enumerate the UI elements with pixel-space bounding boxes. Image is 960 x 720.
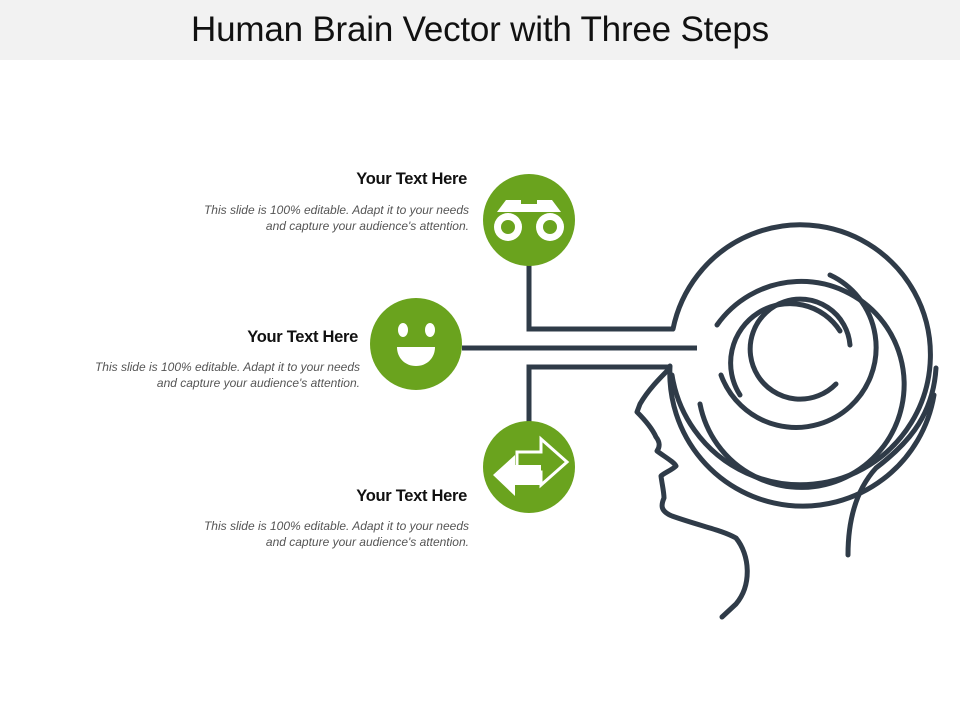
maze-ring-5	[728, 301, 843, 398]
step-3-desc-line-1: This slide is 100% editable. Adapt it to…	[203, 519, 469, 533]
step-1-desc-line-1: This slide is 100% editable. Adapt it to…	[203, 203, 469, 217]
step-1-icon-circle	[483, 174, 575, 266]
maze-ring-outer	[669, 222, 933, 488]
smiley-face-icon	[397, 323, 435, 366]
connector-step-3	[526, 364, 670, 424]
step-3-icon-circle	[483, 421, 575, 513]
step-3-description: This slide is 100% editable. Adapt it to…	[129, 518, 469, 550]
step-2-desc-line-1: This slide is 100% editable. Adapt it to…	[94, 360, 360, 374]
step-2-desc-line-2: and capture your audience's attention.	[156, 376, 360, 390]
maze-ring-inner	[747, 296, 853, 402]
face-profile	[634, 367, 750, 620]
head-outline	[634, 365, 939, 620]
brain-maze	[667, 222, 937, 509]
step-1-desc-line-2: and capture your audience's attention.	[265, 219, 469, 233]
double-arrow-icon	[493, 435, 570, 496]
maze-ring-3	[697, 278, 907, 490]
step-3-desc-line-2: and capture your audience's attention.	[265, 535, 469, 549]
maze-ring-4	[718, 272, 879, 430]
connector-step-1	[526, 262, 673, 332]
slide-title: Human Brain Vector with Three Steps	[191, 10, 769, 49]
maze-ring-2	[667, 363, 937, 509]
connector-lines	[462, 262, 697, 424]
back-of-head	[845, 365, 939, 558]
step-1-heading: Your Text Here	[356, 170, 467, 188]
step-2-description: This slide is 100% editable. Adapt it to…	[20, 359, 360, 391]
step-3-heading: Your Text Here	[356, 487, 467, 505]
step-1-description: This slide is 100% editable. Adapt it to…	[129, 202, 469, 234]
step-2-icon-circle	[370, 298, 462, 390]
binoculars-icon	[494, 200, 564, 241]
step-2-heading: Your Text Here	[247, 328, 358, 346]
title-bar	[0, 0, 960, 60]
